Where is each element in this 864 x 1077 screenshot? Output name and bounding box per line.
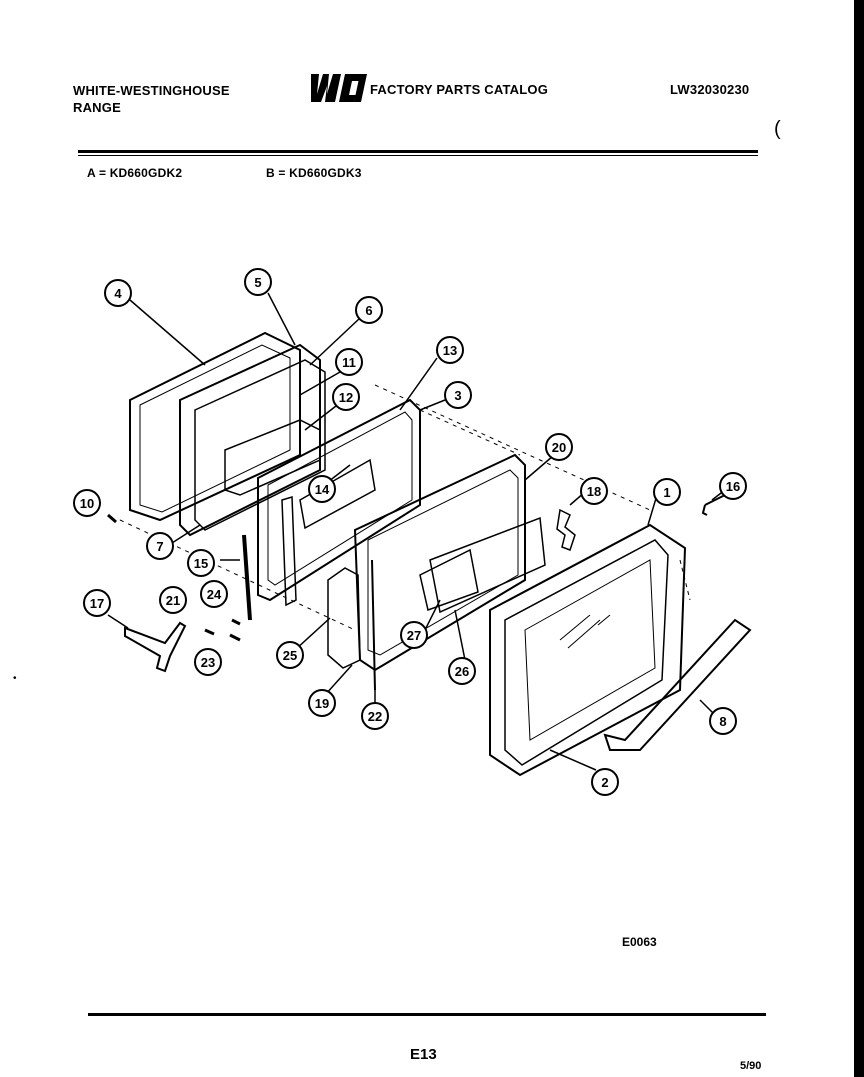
- callout-20: 20: [545, 433, 573, 461]
- callout-label: 1: [663, 485, 670, 500]
- callout-label: 21: [166, 593, 180, 608]
- part-20-liner: [353, 453, 526, 672]
- part-21-screw: [204, 628, 215, 636]
- callout-label: 25: [283, 648, 297, 663]
- part-28-plate: [429, 516, 546, 614]
- print-date: 5/90: [740, 1060, 762, 1072]
- callout-7: 7: [146, 532, 174, 560]
- callout-6: 6: [355, 296, 383, 324]
- callout-23: 23: [194, 648, 222, 676]
- part-13-window: [299, 458, 376, 530]
- callout-27: 27: [400, 621, 428, 649]
- part-24-screw: [231, 618, 241, 626]
- callout-label: 15: [194, 556, 208, 571]
- margin-mark: (: [774, 118, 781, 140]
- callout-label: 27: [407, 628, 421, 643]
- callout-label: 24: [207, 587, 222, 602]
- callout-label: 4: [114, 286, 122, 301]
- callout-label: 6: [365, 303, 372, 318]
- header-rule: [78, 150, 758, 153]
- callout-10: 10: [73, 489, 101, 517]
- callout-19: 19: [308, 689, 336, 717]
- callout-18: 18: [580, 477, 608, 505]
- callout-label: 2: [601, 775, 608, 790]
- brand-name: WHITE-WESTINGHOUSE: [73, 83, 230, 98]
- part-1-door: [489, 523, 687, 777]
- part-10-screw: [107, 513, 117, 524]
- wci-logo: [311, 74, 367, 102]
- callout-26: 26: [448, 657, 476, 685]
- part-27-vent: [419, 548, 479, 611]
- callout-label: 3: [454, 388, 461, 403]
- model-b: B = KD660GDK3: [266, 166, 362, 180]
- page-number: E13: [410, 1046, 437, 1063]
- callout-label: 18: [587, 484, 601, 499]
- callout-label: 10: [80, 496, 94, 511]
- callout-label: 8: [719, 714, 726, 729]
- callout-14: 14: [308, 475, 336, 503]
- callout-11: 11: [335, 348, 363, 376]
- callout-8: 8: [709, 707, 737, 735]
- callout-label: 17: [90, 596, 104, 611]
- callout-label: 13: [443, 343, 457, 358]
- part-23-screw: [229, 633, 241, 642]
- callout-label: 11: [342, 355, 356, 370]
- part-3-frame: [257, 398, 421, 602]
- callout-1: 1: [653, 478, 681, 506]
- callout-21: 21: [159, 586, 187, 614]
- callout-12: 12: [332, 383, 360, 411]
- callout-24: 24: [200, 580, 228, 608]
- callout-25: 25: [276, 641, 304, 669]
- part-2-glass-frame: [504, 539, 669, 766]
- catalog-number: LW32030230: [670, 82, 750, 97]
- callout-4: 4: [104, 279, 132, 307]
- callout-label: 26: [455, 664, 469, 679]
- callout-16: 16: [719, 472, 747, 500]
- callout-3: 3: [444, 381, 472, 409]
- callout-label: 7: [156, 539, 163, 554]
- callout-label: 12: [339, 390, 353, 405]
- callout-13: 13: [436, 336, 464, 364]
- part-18-bracket: [556, 508, 576, 551]
- footer-rule: [88, 1013, 766, 1016]
- header-rule-thin: [78, 155, 758, 156]
- callout-label: 23: [201, 655, 215, 670]
- part-12-block: [224, 419, 321, 496]
- side-mark: •: [13, 673, 17, 684]
- callout-label: 22: [368, 709, 382, 724]
- part-14-rail: [281, 496, 297, 607]
- callout-label: 20: [552, 440, 566, 455]
- callout-5: 5: [244, 268, 272, 296]
- part-25-hinge: [327, 567, 361, 669]
- callout-17: 17: [83, 589, 111, 617]
- part-6-panel: [194, 359, 326, 531]
- callout-2: 2: [591, 768, 619, 796]
- callout-label: 16: [726, 479, 740, 494]
- callout-label: 19: [315, 696, 329, 711]
- part-4-panel: [129, 331, 301, 522]
- figure-code: E0063: [622, 935, 657, 949]
- callout-22: 22: [361, 702, 389, 730]
- part-15-strip: [242, 534, 252, 621]
- part-16-screw: [701, 494, 726, 516]
- part-8-handle: [603, 618, 752, 751]
- product-type: RANGE: [73, 100, 121, 115]
- callout-label: 14: [315, 482, 330, 497]
- model-a: A = KD660GDK2: [87, 166, 183, 180]
- part-17-lever: [124, 621, 187, 673]
- part-5-panel: [179, 343, 321, 537]
- callout-15: 15: [187, 549, 215, 577]
- callout-label: 5: [254, 275, 261, 290]
- catalog-title: FACTORY PARTS CATALOG: [370, 82, 549, 97]
